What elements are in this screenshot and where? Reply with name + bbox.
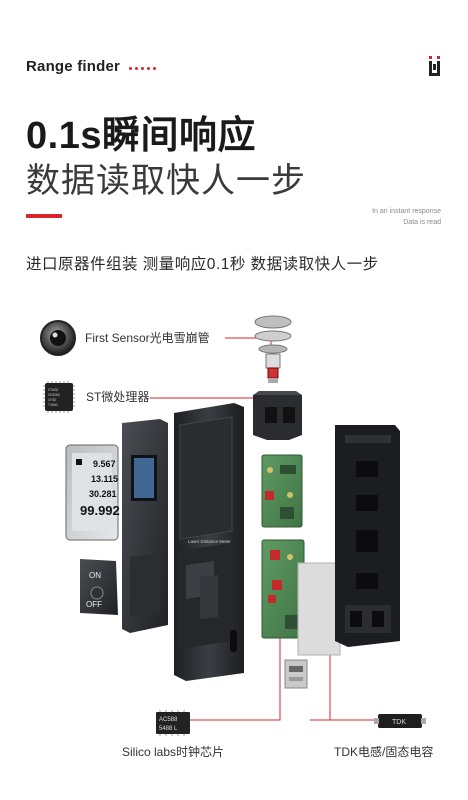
callout-first-sensor: First Sensor光电雪崩管 (85, 330, 210, 345)
tdk-chip-text: TDK (392, 719, 406, 726)
screen-value-2: 13.115 (91, 474, 118, 484)
intro-text: 进口原器件组装 测量响应0.1秒 数据读取快人一步 (26, 256, 379, 273)
hero-subtitle: 数据读取快人一步 (26, 162, 306, 200)
st-chip-text-2: G030K6 (48, 393, 60, 397)
callout-tdk-inductor: TDK电感/固态电容 (334, 744, 433, 759)
st-chip-icon: STM32 G030K6 CH32 T3H60 (43, 381, 75, 413)
callout-silico-clock: Silico labs时钟芯片 (122, 744, 224, 759)
brand-dots (129, 67, 156, 70)
hero-title: 0.1s瞬间响应 (26, 115, 256, 157)
usb-connector (284, 659, 308, 689)
lens-stack (254, 315, 292, 383)
optic-housing (253, 391, 302, 440)
main-body: Laser Distance Meter (174, 403, 244, 681)
body-front-label: Laser Distance Meter (188, 539, 231, 544)
silico-chip-text-1: AC588 (159, 717, 178, 723)
screen-value-4: 99.992 (80, 503, 120, 518)
silico-chip-text-2: 5488 L (159, 726, 178, 732)
shield-plate (297, 562, 341, 656)
st-chip-text-4: T3H60 (48, 403, 58, 407)
rear-frame (335, 425, 400, 647)
tdk-component-icon: TDK (374, 714, 426, 728)
brand-title: Range finder (26, 58, 121, 75)
on-key-label: ON (89, 571, 101, 580)
screen-value-3: 30.281 (89, 489, 117, 499)
accent-divider (26, 214, 62, 218)
upper-pcb (261, 454, 303, 528)
screen-value-1: 9.567 (93, 459, 116, 469)
callout-st-processor: ST微处理器 (86, 390, 149, 404)
sensor-lens-icon (40, 320, 76, 356)
off-key-label: OFF (86, 600, 102, 609)
hero-note-line1: In an instant response (372, 208, 441, 215)
silico-chip-icon: AC588 5488 L (156, 710, 190, 736)
st-chip-text-1: STM32 (48, 388, 59, 392)
st-chip-text-3: CH32 (48, 398, 56, 402)
front-panel (122, 419, 168, 633)
display-assembly: 9.567 13.115 30.281 99.992 (65, 444, 120, 541)
rangefinder-logo-icon (429, 56, 440, 76)
hero-note-line2: Data is read (403, 219, 441, 226)
keypad: ON OFF (80, 559, 118, 615)
exploded-device-diagram: STM32 G030K6 CH32 T3H60 First Sensor光电雪崩… (40, 315, 433, 759)
